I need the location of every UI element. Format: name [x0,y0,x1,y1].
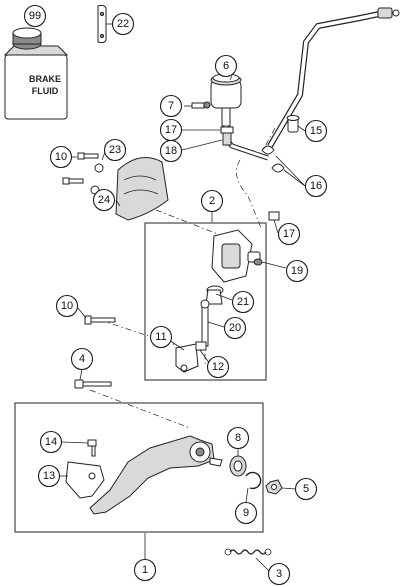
callout-21: 21 [231,290,255,314]
return-spring [224,548,272,556]
callout-18-label: 18 [165,145,177,157]
callout-24-label: 24 [98,194,110,206]
callout-3: 3 [267,562,291,586]
callout-19: 19 [285,259,309,283]
callout-2-label: 2 [209,195,215,207]
callout-4-label: 4 [79,353,85,365]
brake-pedal [89,435,223,515]
fork-head [175,341,207,373]
callout-1: 1 [133,558,157,582]
callout-16: 16 [304,174,328,198]
callout-17-upper: 17 [159,118,183,142]
callout-11: 11 [149,325,173,349]
pedal-bracket [65,461,105,499]
callout-12-label: 12 [212,361,224,373]
callout-13: 13 [37,464,61,488]
reservoir [210,73,242,127]
callout-12: 12 [206,355,230,379]
hose-clamp [286,115,300,133]
callout-15: 15 [304,119,328,143]
callout-24: 24 [92,188,116,212]
bushing [229,455,247,477]
clip-part [97,4,107,44]
callout-23: 23 [103,138,127,162]
callout-17-upper-label: 17 [165,124,177,136]
callout-22: 22 [111,12,135,36]
callout-9: 9 [234,501,258,525]
callout-13-label: 13 [43,470,55,482]
nut [265,479,283,495]
callout-14-label: 14 [45,436,57,448]
callout-7: 7 [159,94,183,118]
callout-10-upper-label: 10 [55,151,67,163]
callout-18: 18 [159,139,183,163]
push-rod [200,299,210,347]
callout-17-lower: 17 [277,222,301,246]
callout-99: 99 [23,4,47,28]
callout-99-label: 99 [29,10,41,22]
callout-3-label: 3 [276,568,282,580]
callout-16-label: 16 [310,180,322,192]
callout-4: 4 [70,347,94,371]
callout-20-label: 20 [229,322,241,334]
callout-19-label: 19 [291,265,303,277]
callout-10-upper: 10 [49,145,73,169]
callout-23-label: 23 [109,144,121,156]
reservoir-screw [191,101,211,109]
bolts-upper-left [62,152,104,195]
pivot-bolt [74,379,112,389]
callout-17-lower-label: 17 [283,228,295,240]
brake-pedal-assembly-frame [14,402,264,533]
callout-15-label: 15 [310,125,322,137]
callout-8-label: 8 [235,432,241,444]
brake-fluid-label-line2: FLUID [32,86,59,96]
callout-6-label: 6 [223,60,229,72]
callout-20: 20 [223,316,247,340]
callout-7-label: 7 [168,100,174,112]
piston-boot [205,285,224,305]
callout-1-label: 1 [142,564,148,576]
callout-2: 2 [200,189,224,213]
callout-5-label: 5 [303,483,309,495]
callout-8: 8 [226,426,250,450]
circlip [245,471,262,490]
callout-21-label: 21 [237,296,249,308]
callout-5: 5 [294,477,318,501]
hose-clips [261,145,285,173]
callout-9-label: 9 [243,507,249,519]
callout-10-lower: 10 [55,294,79,318]
brake-fluid-bottle: BRAKE FLUID [3,27,69,120]
bracket-screws [87,439,97,457]
brake-fluid-label-line1: BRAKE [29,74,61,84]
callout-10-lower-label: 10 [61,300,73,312]
brake-hose [267,7,400,148]
callout-11-label: 11 [155,331,166,343]
bolt-lower [84,315,116,325]
callout-6: 6 [214,54,238,78]
master-cylinder-assembly-frame [144,222,267,381]
heel-guard [115,157,169,221]
callout-22-label: 22 [117,18,129,30]
callout-14: 14 [39,430,63,454]
